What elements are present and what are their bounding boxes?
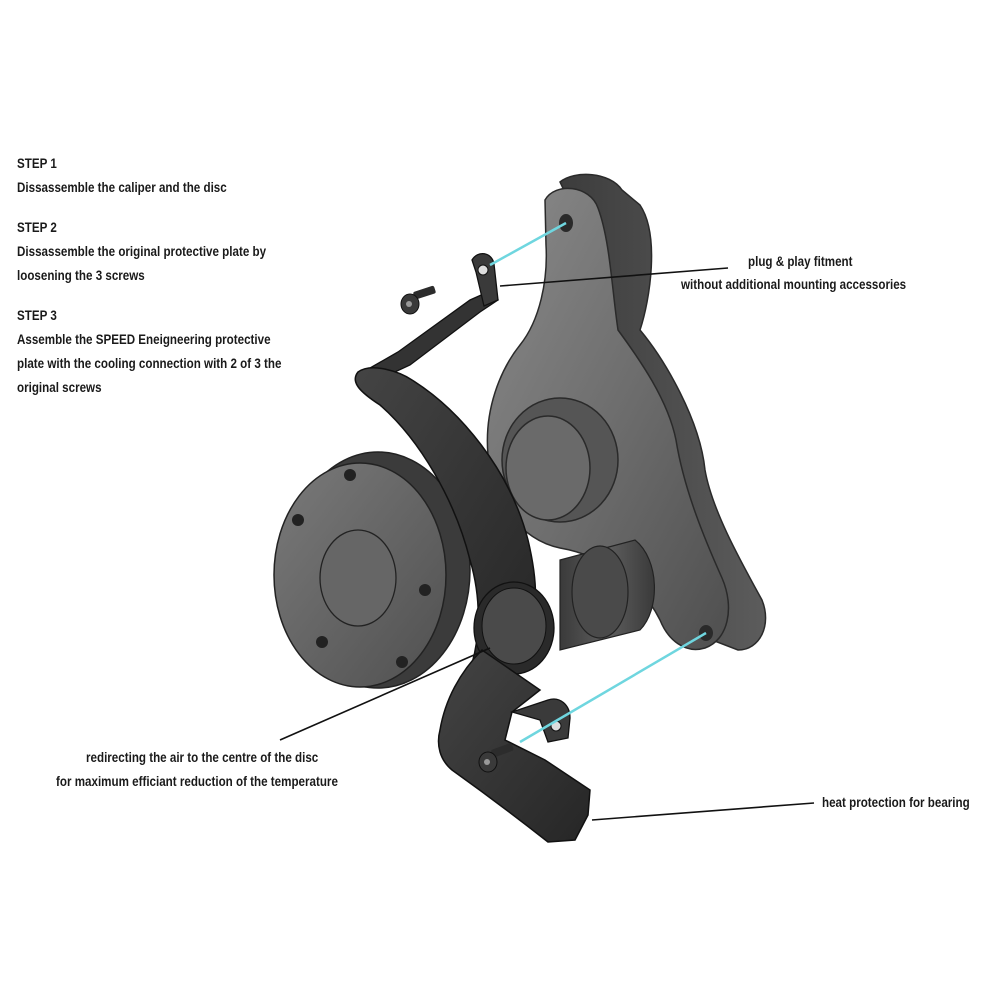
- hub-center-boss: [319, 529, 397, 627]
- air-line-2: for maximum efficiant reduction of the t…: [56, 774, 338, 789]
- step-3-line-1: Assemble the SPEED Eneigneering protecti…: [17, 332, 271, 347]
- protective-plate: [354, 253, 591, 843]
- step-2-title: STEP 2: [17, 220, 57, 235]
- hub-shaft-end: [571, 545, 629, 639]
- lower-screw: [478, 743, 514, 773]
- wheel-hub: [273, 451, 656, 689]
- upper-screw-socket: [406, 301, 412, 307]
- plate-upper-arm: [368, 291, 500, 379]
- hub-bolt-hole: [419, 584, 431, 596]
- lower-alignment-guide: [519, 631, 707, 744]
- step-3-title: STEP 3: [17, 308, 57, 323]
- step-3-line-2: plate with the cooling connection with 2…: [17, 356, 282, 371]
- knuckle-face: [486, 187, 730, 651]
- step-3: STEP 3 Assemble the SPEED Eneigneering p…: [17, 304, 357, 400]
- plug-play-leader: [499, 267, 729, 287]
- upper-screw: [400, 285, 436, 315]
- step-1-title: STEP 1: [17, 156, 57, 171]
- hub-bolt-hole: [316, 636, 328, 648]
- heat-line-1: heat protection for bearing: [822, 795, 970, 810]
- step-2-line-2: loosening the 3 screws: [17, 268, 145, 283]
- step-1-line-1: Dissassemble the caliper and the disc: [17, 180, 227, 195]
- air-line-1: redirecting the air to the centre of the…: [86, 750, 319, 765]
- step-2-line-1: Dissassemble the original protective pla…: [17, 244, 267, 259]
- hub-bolt-hole: [396, 656, 408, 668]
- upper-screw-shank: [413, 285, 436, 300]
- plate-upper-tab-hole: [477, 264, 489, 276]
- lower-screw-socket: [484, 759, 490, 765]
- assembly-steps: STEP 1 Dissassemble the caliper and the …: [17, 152, 357, 416]
- cooling-duct: [481, 587, 547, 665]
- knuckle-bore: [505, 415, 591, 521]
- step-3-line-3: original screws: [17, 380, 102, 395]
- plug-play-line-1: plug & play fitment: [748, 254, 853, 269]
- step-1: STEP 1 Dissassemble the caliper and the …: [17, 152, 357, 200]
- hub-bolt-hole: [344, 469, 356, 481]
- hub-bolt-hole: [292, 514, 304, 526]
- upper-alignment-guide: [489, 221, 567, 267]
- plug-play-line-2: without additional mounting accessories: [681, 277, 907, 292]
- air-leader: [279, 647, 491, 741]
- steering-knuckle: [486, 173, 767, 651]
- heat-leader: [591, 802, 815, 821]
- step-2: STEP 2 Dissassemble the original protect…: [17, 216, 357, 288]
- plate-lower-leg: [437, 649, 591, 843]
- lower-screw-shank: [491, 743, 514, 758]
- plate-upper-tab: [471, 253, 499, 307]
